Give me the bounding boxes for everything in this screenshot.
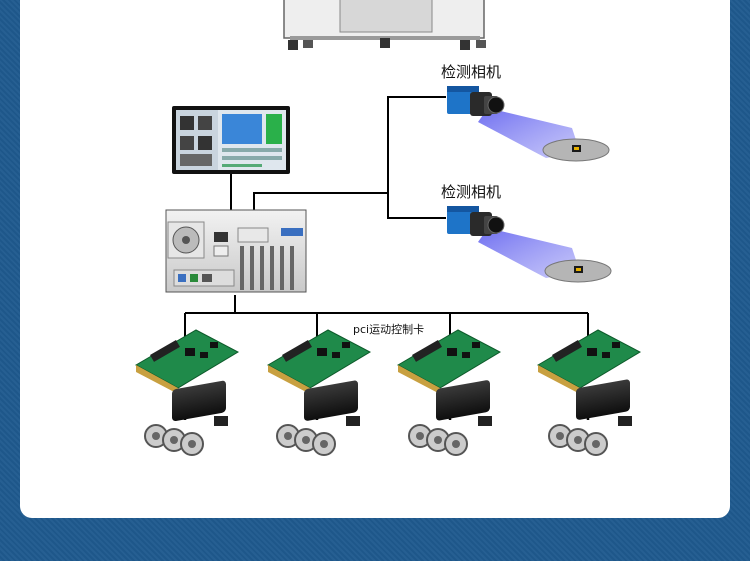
content-panel [20,0,730,518]
card-motor-links [183,388,590,420]
camera-1-label: 检测相机 [441,63,502,81]
connection-lines [184,96,589,338]
servo-motor-4 [548,379,632,456]
motion-card-1 [134,329,240,394]
servo-motor-2 [276,380,360,456]
industrial-pc [165,209,307,293]
motion-card-3 [396,329,502,394]
machine-base [283,0,486,50]
servo-motor-3 [408,380,492,456]
motion-card-4 [536,329,642,394]
camera-1 [447,86,610,162]
camera-2 [447,206,612,283]
pci-bus-label: pci运动控制卡 [353,323,425,336]
motion-card-2 [266,329,372,394]
servo-motor-1 [144,380,228,456]
monitor [172,106,290,174]
camera-2-label: 检测相机 [441,183,502,201]
